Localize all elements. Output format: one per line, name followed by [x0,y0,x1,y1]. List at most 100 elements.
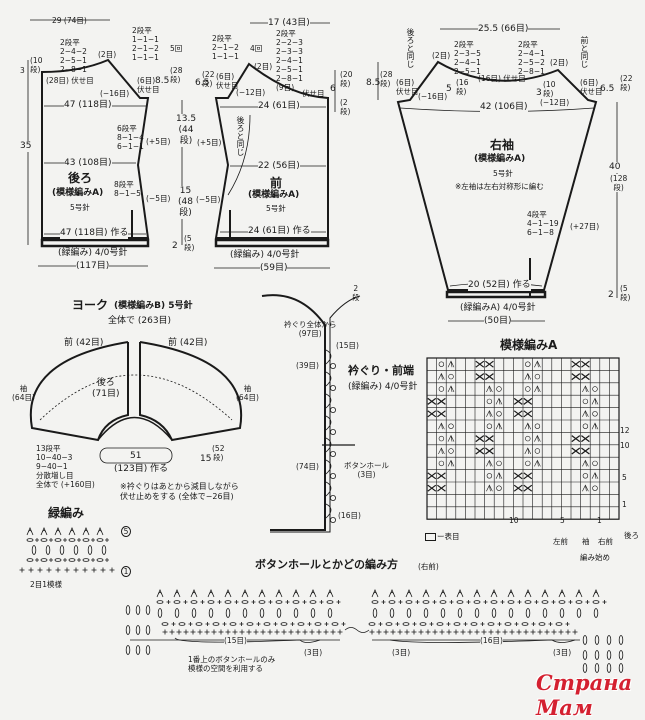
single-crochet-symbol [204,629,210,635]
single-crochet-symbol [395,622,400,626]
double-crochet-symbol [582,635,588,645]
button-loop-symbol [329,494,336,501]
single-crochet-symbol [397,629,403,635]
cross-stitch-symbol [581,435,590,443]
chain-symbol [297,622,305,626]
double-crochet-symbol [174,608,180,618]
picot-symbol [241,588,249,598]
single-crochet-symbol [63,558,67,562]
schematic-drawing [19,19,624,673]
cross-stitch-symbol [513,484,523,492]
single-crochet-symbol [302,629,308,635]
single-crochet-symbol [383,629,389,635]
chart-row-label-1: 1 [622,500,627,509]
single-crochet-symbol [530,629,536,635]
sleeve-increase-count: (+27目) [570,222,600,231]
yarn-over-symbol [534,373,541,380]
yarn-over-symbol [525,386,531,392]
single-crochet-symbol [500,600,505,604]
front-border-stitches: (59目) [260,263,288,274]
yarn-over-symbol [592,485,598,491]
decrease-symbol [534,385,541,393]
single-crochet-symbol [415,600,420,604]
single-crochet-symbol [64,567,70,573]
buttonhole-subtitle: (右前) [418,562,439,571]
decrease-symbol [447,385,455,393]
double-crochet-symbol [594,650,600,660]
single-crochet-symbol [411,629,417,635]
back-cast-on: 47 (118目) 作る [60,228,129,239]
single-crochet-symbol [239,622,244,626]
double-crochet-symbol [474,608,480,618]
single-crochet-symbol [474,629,480,635]
decrease-symbol [447,434,455,442]
cross-stitch-symbol [427,410,437,418]
front-neck-rows: (20 段) [340,70,353,88]
yarn-over-symbol [496,386,502,392]
chain-symbol [521,622,529,626]
picot-symbol [439,588,447,598]
neckband-buttonhole: ボタンホール (3目) [344,461,389,479]
yoke-increase-shaping: 13段平 10−40−3 9−40−1 分散増し目 全体で (+160目) [36,444,95,489]
single-crochet-symbol [246,629,252,635]
sleeve-decrease-right: (−12目) [540,98,570,107]
double-crochet-symbol [606,663,612,673]
chain-symbol [178,622,186,626]
chain-symbol [309,600,317,604]
chain-symbol [575,600,583,604]
cross-stitch-symbol [475,435,485,443]
segment-15: (15目) [224,636,247,645]
double-crochet-symbol [125,625,131,635]
decrease-symbol [447,459,455,467]
single-crochet-symbol [446,622,451,626]
decrease-symbol [524,422,532,430]
start-label-sleeve: 袖 [582,537,590,546]
chart-row-label-5: 5 [622,473,627,482]
double-crochet-symbol [594,635,600,645]
single-crochet-symbol [200,600,205,604]
picot-symbol [173,588,181,598]
double-crochet-symbol [618,650,624,660]
chain-symbol [54,538,62,542]
sleeve-front-cap-shaping: 2段平 2−4−1 2−5−2 2−8−1 [518,40,545,76]
double-crochet-symbol [87,545,93,555]
back-pattern: (模様編みA) [52,188,104,198]
single-crochet-symbol [439,629,445,635]
back-armhole-height: 8.5 [155,76,170,86]
chain-symbol [207,600,215,604]
decrease-symbol [438,372,445,380]
yarn-over-symbol [582,473,589,479]
yoke-front-right: 前 (42目) [168,338,208,348]
single-crochet-symbol [183,629,189,635]
sleeve-pattern: (模様編みA) [474,154,526,164]
yoke-cast-on: (123目) 作る [114,464,169,474]
cross-stitch-symbol [485,373,494,381]
double-crochet-symbol [372,608,378,618]
front-shoulder-repeat: 4回 [250,44,263,53]
double-crochet-symbol [525,608,531,618]
chain-symbol [487,622,495,626]
watermark-logo: Страна Мам [536,670,633,720]
single-crochet-symbol [572,629,578,635]
start-label-left-front: 左前 [553,537,568,546]
front-shoulder-shaping: 2段平 2−1−2 1−1−1 [212,34,239,61]
sleeve-cap-mid-height: 5 [446,84,452,94]
single-crochet-symbol [166,600,171,604]
double-crochet-symbol [191,608,197,618]
back-chest-width: 47 (118目) [64,100,112,111]
double-crochet-symbol [582,663,588,673]
single-crochet-symbol [217,600,222,604]
double-crochet-symbol [606,650,612,660]
sleeve-increase-shaping: 4段平 4−1−19 6−1−8 [527,210,559,237]
chain-symbol [26,558,34,562]
edging-row-5: 5 [121,526,131,537]
front-needle: 5号針 [266,204,286,213]
picot-symbol [422,588,430,598]
decrease-symbol [534,360,541,368]
yarn-over-symbol [582,423,589,429]
sleeve-title: 右袖 [490,138,515,152]
chain-symbol [371,600,379,604]
double-crochet-symbol [101,545,107,555]
single-crochet-symbol [497,622,502,626]
yoke-back: 後ろ (71目) [92,378,120,399]
